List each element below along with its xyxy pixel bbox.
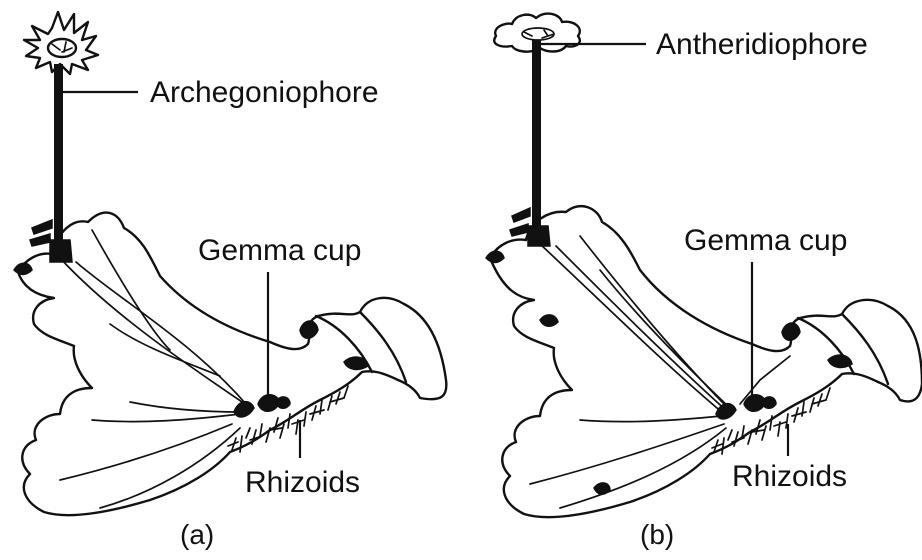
antheridiophore-stalk xyxy=(532,40,541,240)
vein-b3 xyxy=(580,236,730,410)
archegonia-scale-a2 xyxy=(30,234,50,246)
rhizoids-label-b: Rhizoids xyxy=(732,460,847,493)
antheridia-scale-b2 xyxy=(510,224,528,236)
gemma-cup-label-b: Gemma cup xyxy=(684,224,847,257)
vein-b1 xyxy=(540,244,724,414)
gemma-cup-a1 xyxy=(234,402,254,417)
vein-a5 xyxy=(92,414,240,422)
gemma-cup-b1 xyxy=(716,404,736,419)
caption-a: (a) xyxy=(180,519,214,550)
vein-a4 xyxy=(110,324,220,376)
archegoniophore-label: Archegoniophore xyxy=(150,76,379,109)
caption-b: (b) xyxy=(640,519,674,550)
gemma-cup-a3 xyxy=(276,397,290,408)
thallus-notch-b3 xyxy=(782,323,800,340)
vein-a3 xyxy=(92,230,170,350)
antheridia-scale-b1 xyxy=(512,208,530,222)
panel-b-male-thallus: Antheridiophore Gemma cup xyxy=(486,14,922,550)
antheridiophore-label: Antheridiophore xyxy=(656,28,868,61)
gemma-cup-b3 xyxy=(762,397,776,408)
vein-b5 xyxy=(580,416,722,422)
vein-a8 xyxy=(130,402,242,412)
stalk-base-b xyxy=(528,226,550,246)
rhizoids-label-a: Rhizoids xyxy=(245,466,360,499)
vein-b6 xyxy=(530,424,724,484)
vein-a7 xyxy=(100,428,240,508)
archegoniophore-stalk xyxy=(54,64,63,254)
archegonia-scale-a1 xyxy=(32,220,52,234)
vein-b8 xyxy=(740,356,790,404)
thallus-notch-a1 xyxy=(14,263,32,274)
thallus-notch-a2 xyxy=(300,321,318,338)
thallus-notch-b1 xyxy=(486,251,504,262)
panel-a-female-thallus: Archegoniophore Gemma cup Rhizoids xyxy=(14,12,446,550)
thallus-notch-b2 xyxy=(540,315,558,326)
gemma-cup-label-a: Gemma cup xyxy=(198,234,361,267)
vein-a2 xyxy=(76,262,246,404)
